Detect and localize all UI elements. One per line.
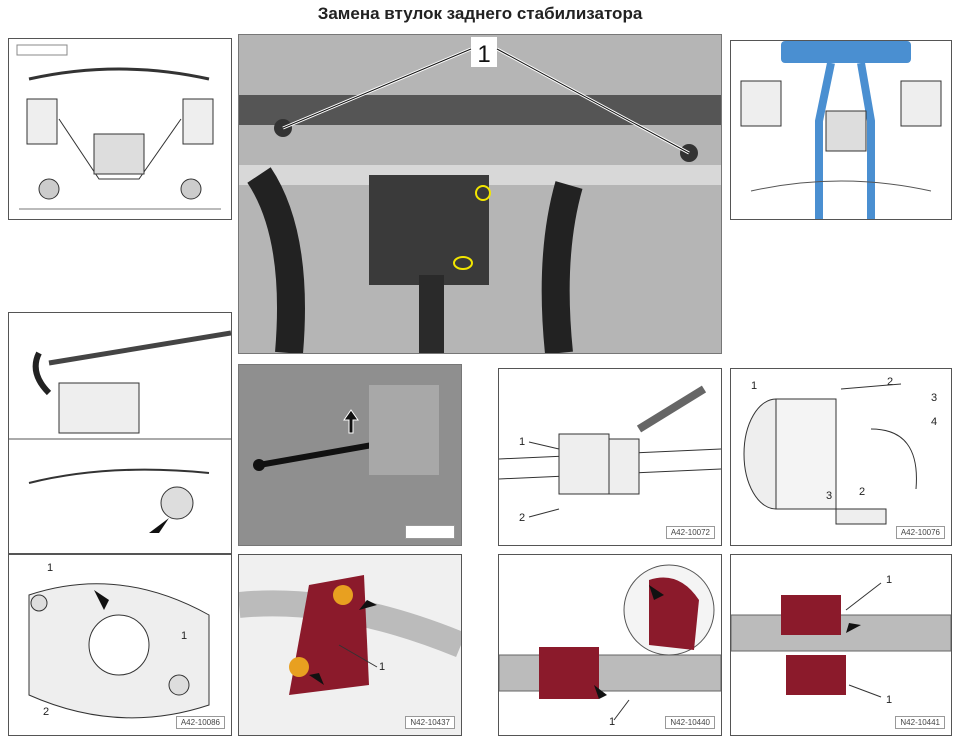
main-underbody-photo: 1	[238, 34, 722, 354]
callout-1: 1	[477, 41, 490, 68]
callout-1: 1	[519, 436, 525, 448]
callout-1: 1	[379, 661, 385, 673]
bushing-exploded-drawing: 1 2 3 4 3 2 A42-10076	[730, 368, 952, 546]
figure-ref: N42-10441	[895, 716, 945, 729]
page-title: Замена втулок заднего стабилизатора	[317, 4, 643, 23]
red-bushing-pair-drawing: 1 1 N42-10441	[730, 554, 952, 736]
bracket-drawing: 1 1 2 A42-10086	[8, 554, 232, 736]
callout-2: 2	[859, 486, 865, 498]
figure-ref: A42-10076	[895, 526, 945, 539]
link-photo	[238, 364, 462, 546]
bushing-side-drawing: 1 2 A42-10072	[498, 368, 722, 546]
callout-2: 2	[519, 512, 525, 524]
callout-1: 1	[751, 380, 757, 392]
callout-1: 1	[47, 562, 53, 574]
callout-2: 2	[43, 706, 49, 718]
removal-view-drawing	[8, 312, 232, 554]
callout-1: 1	[181, 630, 187, 642]
red-bushing-zoom-drawing: 1 N42-10440	[498, 554, 722, 736]
callout-3: 3	[931, 392, 937, 404]
figure-ref: A42-10086	[175, 716, 225, 729]
callout-4: 4	[931, 416, 937, 428]
figure-ref: N42-10440	[665, 716, 715, 729]
callout-1: 1	[886, 694, 892, 706]
callout-3: 3	[826, 490, 832, 502]
callout-2: 2	[887, 376, 893, 388]
figure-ref	[405, 525, 455, 539]
red-bracket-drawing: 1 N42-10437	[238, 554, 462, 736]
figure-ref: N42-10437	[405, 716, 455, 729]
callout-1: 1	[609, 716, 615, 728]
exhaust-view-drawing	[730, 40, 952, 220]
callout-1: 1	[886, 574, 892, 586]
overview-left-drawing	[8, 38, 232, 220]
figure-ref: A42-10072	[665, 526, 715, 539]
